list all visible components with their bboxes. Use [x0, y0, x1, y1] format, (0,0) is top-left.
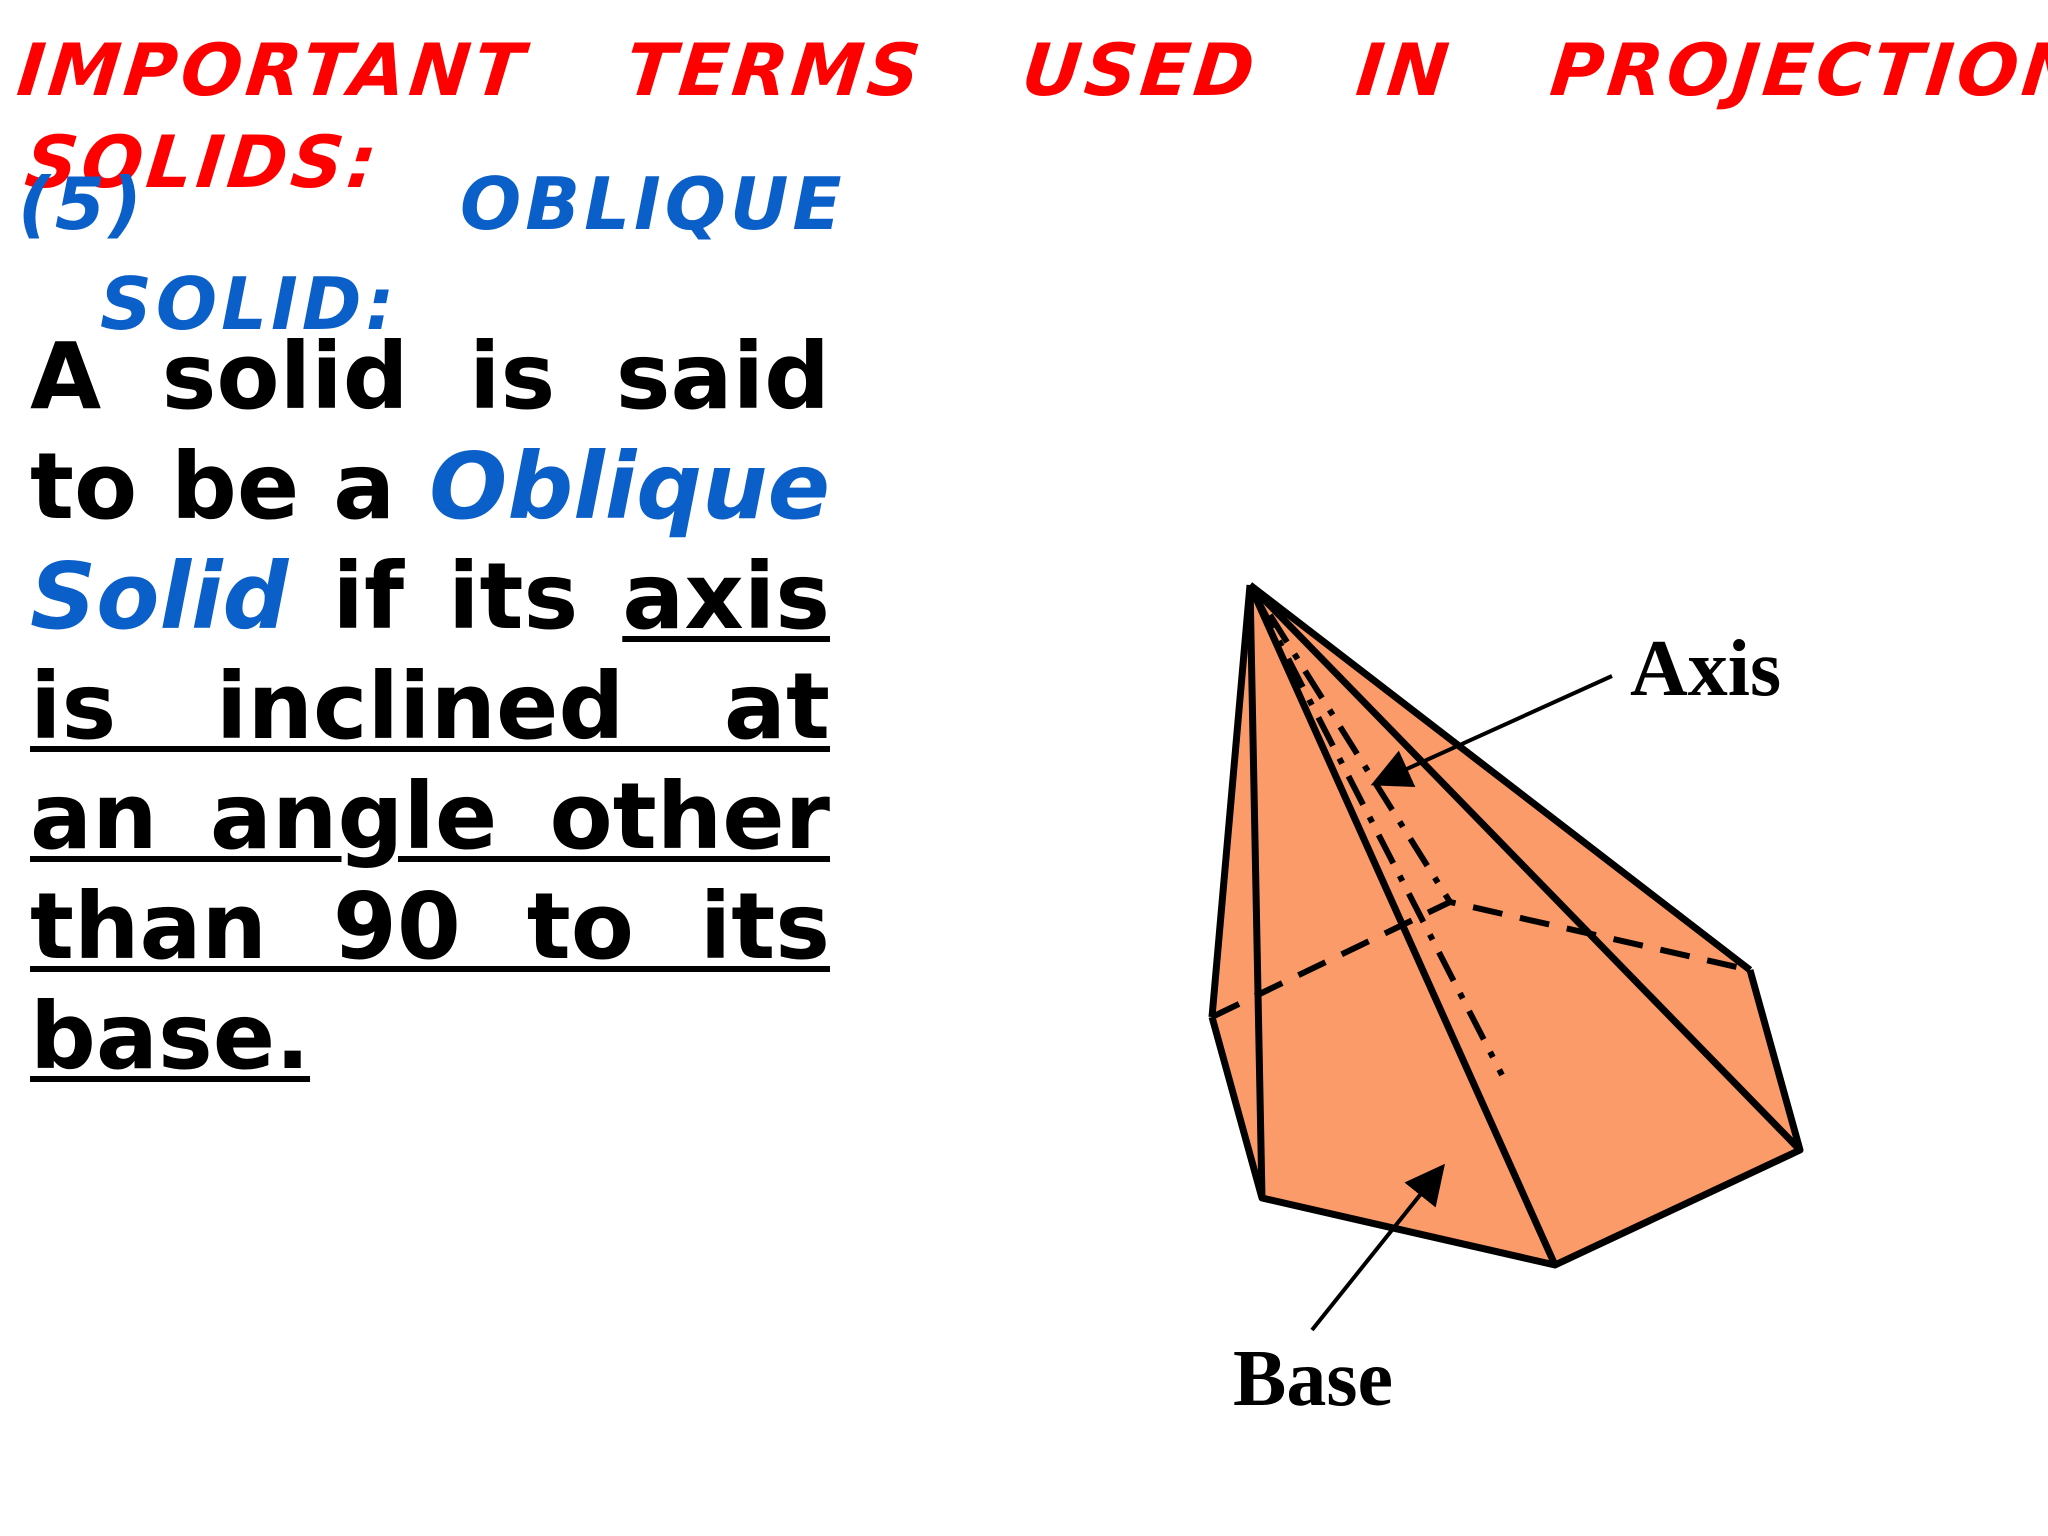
axis-pointer-arrow [1370, 674, 1613, 788]
base-label: Base [1233, 1335, 1393, 1423]
axis-line [1255, 598, 1505, 1077]
base-pointer-arrow [1310, 1163, 1445, 1332]
subtitle-number: (5) [18, 162, 146, 246]
lateral-edge-front-left [1246, 584, 1266, 1199]
axis-label: Axis [1630, 625, 1781, 713]
lateral-edge-front [1246, 583, 1559, 1267]
lateral-edge-right [1247, 582, 1753, 973]
lateral-edge-left [1208, 584, 1254, 1018]
subtitle-oblique: Oblique [460, 162, 846, 246]
definition-text: A solid is said to be a Oblique Solid if… [30, 322, 830, 1092]
definition-underlined: axis is inclined at an angle other than … [30, 543, 830, 1090]
definition-term: Oblique Solid [30, 433, 830, 650]
axis-line-inner [1267, 613, 1453, 904]
definition-part1: A solid is said to be a [30, 323, 830, 540]
definition-part2: if its [288, 543, 623, 650]
subtitle-solid: Solid: [100, 262, 399, 346]
lateral-edge-front-right [1247, 582, 1803, 1153]
pyramid-body [1212, 585, 1800, 1265]
